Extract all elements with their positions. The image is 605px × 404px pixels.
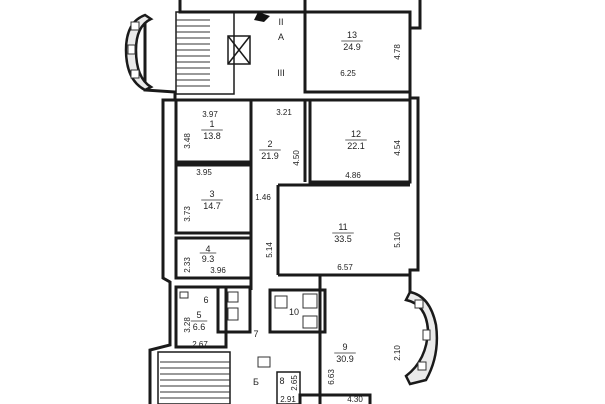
room-number: 4 — [205, 244, 210, 254]
room-13-label: 13 24.9 — [341, 30, 363, 52]
room-number: 10 — [289, 307, 299, 317]
room-6-label: 6 — [203, 295, 208, 305]
roman-numeral-lower: III — [277, 68, 285, 78]
dimension-label: 5.14 — [265, 242, 274, 258]
dimension-label: 5.10 — [393, 232, 402, 248]
sanitary-fixtures — [179, 291, 318, 368]
dimension-label: 2.91 — [280, 395, 296, 404]
upper-staircase — [176, 19, 210, 87]
dimension-label: 1.46 — [255, 193, 271, 202]
dimension-label: 2.67 — [192, 340, 208, 349]
room-area: 13.8 — [203, 131, 221, 141]
dimension-label: 3.73 — [183, 206, 192, 222]
lower-staircase — [160, 361, 230, 399]
staircase-label-upper: А — [278, 32, 284, 42]
dimensions: 6.25 4.78 3.97 3.48 3.21 4.50 4.54 4.86 … — [183, 44, 402, 404]
dimension-label: 4.30 — [347, 395, 363, 404]
dimension-label: 4.50 — [292, 150, 301, 166]
outer-walls — [143, 0, 422, 404]
room-3-label: 3 14.7 — [201, 189, 223, 211]
room-area: 30.9 — [336, 354, 354, 364]
room-9-label: 9 30.9 — [334, 342, 356, 364]
dimension-label: 6.25 — [340, 69, 356, 78]
room-number: 8 — [279, 376, 284, 386]
dimension-label: 2.10 — [393, 345, 402, 361]
roman-numeral-upper: II — [278, 17, 283, 27]
room-area: 6.6 — [193, 322, 206, 332]
dimension-label: 4.54 — [393, 140, 402, 156]
room-number: 5 — [196, 310, 201, 320]
dimension-label: 2.33 — [183, 257, 192, 273]
room-number: 7 — [253, 329, 258, 339]
room-area: 14.7 — [203, 201, 221, 211]
room-2-label: 2 21.9 — [259, 139, 281, 161]
room-8-label: 8 — [279, 376, 284, 386]
staircase-label-lower: Б — [253, 377, 259, 387]
room-4-label: 4 9.3 — [199, 244, 217, 264]
room-7-label: 7 — [253, 329, 258, 339]
dimension-label: 3.28 — [183, 317, 192, 333]
dimension-label: 4.78 — [393, 44, 402, 60]
dimension-label: 2.65 — [290, 375, 299, 391]
right-bay — [404, 290, 439, 386]
interior-walls — [157, 10, 412, 404]
room-area: 22.1 — [347, 141, 365, 151]
north-arrow-icon — [254, 12, 270, 22]
dimension-label: 3.21 — [276, 108, 292, 117]
dimension-label: 3.97 — [202, 110, 218, 119]
room-area: 21.9 — [261, 151, 279, 161]
room-number: 13 — [347, 30, 357, 40]
room-number: 2 — [267, 139, 272, 149]
room-12-label: 12 22.1 — [345, 129, 367, 151]
room-number: 3 — [209, 189, 214, 199]
dimension-label: 3.48 — [183, 133, 192, 149]
dimension-label: 4.86 — [345, 171, 361, 180]
dimension-label: 6.63 — [327, 369, 336, 385]
room-10-label: 10 — [289, 307, 299, 317]
dimension-label: 6.57 — [337, 263, 353, 272]
dimension-label: 3.96 — [210, 266, 226, 275]
room-11-label: 11 33.5 — [332, 222, 354, 244]
left-bay — [124, 13, 154, 92]
room-5-label: 5 6.6 — [190, 310, 208, 332]
dimension-label: 3.95 — [196, 168, 212, 177]
room-area: 24.9 — [343, 42, 361, 52]
room-number: 1 — [209, 119, 214, 129]
room-area: 33.5 — [334, 234, 352, 244]
room-number: 6 — [203, 295, 208, 305]
room-1-label: 1 13.8 — [201, 119, 223, 141]
section-labels: А II III Б — [253, 17, 285, 387]
room-number: 12 — [351, 129, 361, 139]
room-area: 9.3 — [202, 254, 215, 264]
room-number: 11 — [338, 222, 347, 232]
room-number: 9 — [342, 342, 347, 352]
